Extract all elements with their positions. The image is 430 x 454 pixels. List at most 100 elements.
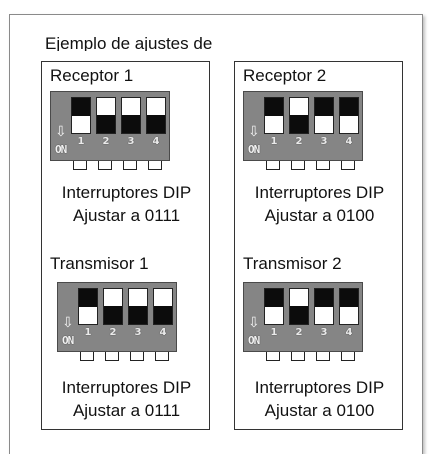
panel-2: Receptor 2 1 2 3 4 ⇩ ON Interruptores DIP Aju…: [234, 61, 403, 430]
dip-toggle-knob: [340, 289, 358, 307]
dip-toggle-number: 1: [77, 136, 85, 147]
dip-switch-body: 1 2 3 4 ⇩ ON: [50, 91, 170, 161]
dip-pin: [155, 352, 169, 361]
dip-pin: [341, 352, 355, 361]
receptor-2-dip-switch: 1 2 3 4 ⇩ ON: [243, 91, 363, 170]
receptor-2-caption-line1: Interruptores DIP: [254, 183, 385, 202]
dip-pin: [266, 161, 280, 170]
dip-toggle-2: [96, 97, 116, 134]
dip-toggle-1: [71, 97, 91, 134]
dip-pins: [50, 161, 170, 171]
dip-toggle-number: 2: [109, 327, 117, 338]
dip-pins: [243, 352, 363, 362]
dip-toggle-knob: [340, 98, 358, 116]
dip-pin: [123, 161, 137, 170]
dip-toggle-knob: [290, 306, 308, 324]
dip-pin: [291, 161, 305, 170]
dip-toggle-1: [264, 288, 284, 325]
dip-toggle-knob: [79, 289, 97, 307]
dip-toggle-3: [314, 97, 334, 134]
receptor-1-title: Receptor 1: [50, 66, 134, 85]
transmisor-2-caption-line1: Interruptores DIP: [254, 378, 385, 397]
on-label: ON: [55, 143, 67, 156]
transmisor-1-caption-line2: Ajustar a 0111: [72, 401, 181, 420]
dip-toggle-number: 3: [320, 136, 328, 147]
transmisor-2-caption-line2: Ajustar a 0100: [264, 401, 375, 420]
on-label: ON: [248, 334, 260, 347]
dip-toggle-knob: [122, 115, 140, 133]
outer-frame: [9, 14, 423, 454]
dip-pin: [80, 352, 94, 361]
dip-toggle-knob: [72, 98, 90, 116]
dip-pin: [291, 352, 305, 361]
dip-toggle-knob: [265, 98, 283, 116]
dip-switch-body: 1 2 3 4 ⇩ ON: [243, 91, 363, 161]
dip-toggle-number: 3: [134, 327, 142, 338]
dip-pin: [105, 352, 119, 361]
dip-switch-body: 1 2 3 4 ⇩ ON: [57, 282, 177, 352]
receptor-1-caption-line1: Interruptores DIP: [61, 183, 192, 202]
dip-toggle-knob: [315, 289, 333, 307]
dip-toggle-knob: [290, 115, 308, 133]
dip-pins: [57, 352, 177, 362]
dip-toggle-1: [78, 288, 98, 325]
arrow-down-icon: ⇩: [248, 315, 260, 331]
dip-toggle-4: [153, 288, 173, 325]
dip-toggle-number: 3: [320, 327, 328, 338]
dip-pin: [130, 352, 144, 361]
dip-toggle-3: [314, 288, 334, 325]
on-label: ON: [62, 334, 74, 347]
dip-pins: [243, 161, 363, 171]
dip-pin: [98, 161, 112, 170]
dip-toggle-4: [339, 97, 359, 134]
transmisor-2-title: Transmisor 2: [243, 254, 342, 273]
dip-toggle-number: 2: [295, 327, 303, 338]
dip-toggle-number: 1: [84, 327, 92, 338]
dip-pin: [316, 161, 330, 170]
dip-toggle-2: [289, 288, 309, 325]
dip-pin: [341, 161, 355, 170]
transmisor-2-dip-switch: 1 2 3 4 ⇩ ON: [243, 282, 363, 361]
transmisor-1-title: Transmisor 1: [50, 254, 149, 273]
heading: Ejemplo de ajustes de: [45, 34, 213, 51]
dip-toggle-knob: [265, 289, 283, 307]
arrow-down-icon: ⇩: [62, 315, 74, 331]
dip-toggle-number: 4: [345, 327, 353, 338]
dip-toggle-number: 3: [127, 136, 135, 147]
dip-toggle-number: 4: [345, 136, 353, 147]
dip-pin: [148, 161, 162, 170]
receptor-2-caption-line2: Ajustar a 0100: [264, 206, 375, 225]
dip-switch-body: 1 2 3 4 ⇩ ON: [243, 282, 363, 352]
dip-toggle-knob: [97, 115, 115, 133]
arrow-down-icon: ⇩: [248, 124, 260, 140]
dip-toggle-number: 1: [270, 136, 278, 147]
dip-toggle-knob: [154, 306, 172, 324]
dip-pin: [73, 161, 87, 170]
transmisor-1-dip-switch: 1 2 3 4 ⇩ ON: [57, 282, 177, 361]
dip-toggle-number: 4: [159, 327, 167, 338]
receptor-2-title: Receptor 2: [243, 66, 327, 85]
dip-toggle-4: [339, 288, 359, 325]
dip-toggle-number: 1: [270, 327, 278, 338]
receptor-1-caption-line2: Ajustar a 0111: [72, 206, 181, 225]
dip-toggle-knob: [147, 115, 165, 133]
dip-toggle-knob: [104, 306, 122, 324]
dip-toggle-3: [128, 288, 148, 325]
dip-toggle-4: [146, 97, 166, 134]
dip-toggle-2: [289, 97, 309, 134]
dip-toggle-knob: [129, 306, 147, 324]
dip-toggle-number: 2: [295, 136, 303, 147]
dip-pin: [266, 352, 280, 361]
dip-toggle-number: 2: [102, 136, 110, 147]
dip-toggle-2: [103, 288, 123, 325]
dip-toggle-1: [264, 97, 284, 134]
dip-pin: [316, 352, 330, 361]
panel-1: Receptor 1 1 2 3 4 ⇩ ON Interruptores DIP Aju…: [41, 61, 210, 430]
arrow-down-icon: ⇩: [55, 124, 67, 140]
dip-toggle-knob: [315, 98, 333, 116]
transmisor-1-caption-line1: Interruptores DIP: [61, 378, 192, 397]
dip-toggle-3: [121, 97, 141, 134]
on-label: ON: [248, 143, 260, 156]
dip-toggle-number: 4: [152, 136, 160, 147]
